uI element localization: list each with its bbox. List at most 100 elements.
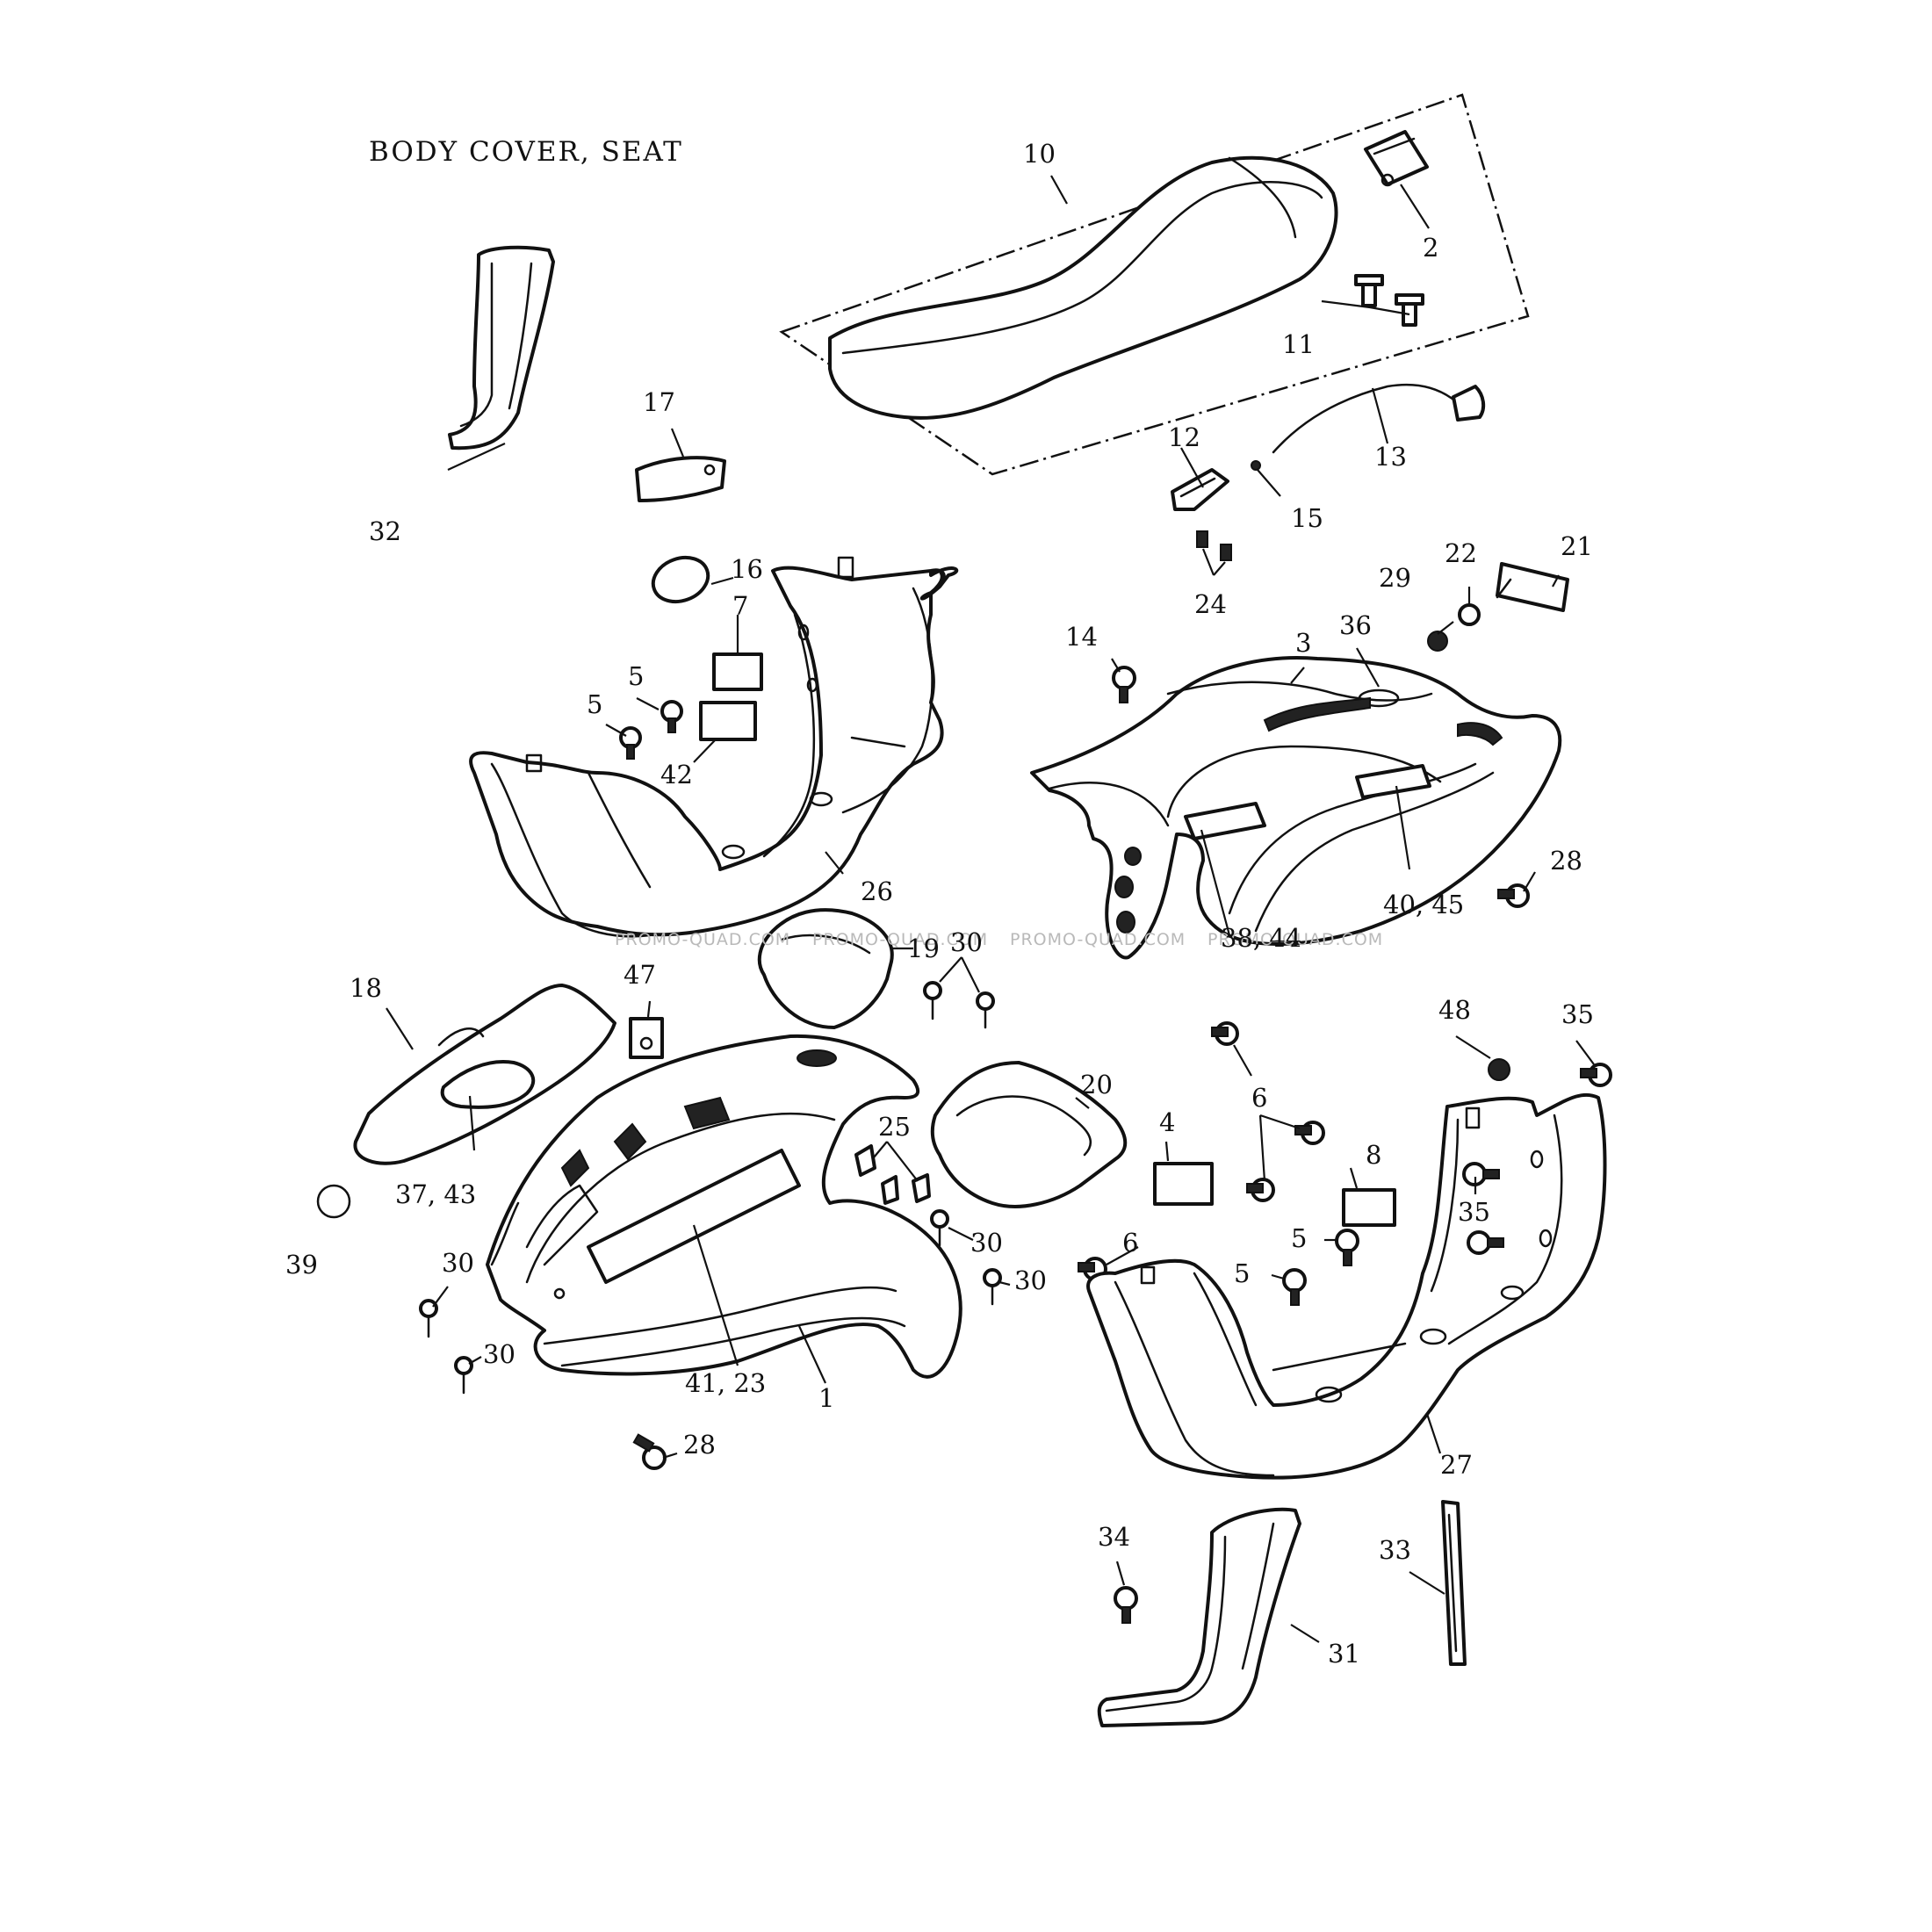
part-cap-39 xyxy=(316,1184,351,1219)
callout-42: 42 xyxy=(660,760,693,789)
part-ring-seal xyxy=(651,555,710,604)
callout-1: 1 xyxy=(818,1383,834,1413)
callout-10: 10 xyxy=(1023,139,1056,169)
part-left-side-cover xyxy=(469,556,959,938)
part-front-guard-right xyxy=(1097,1507,1301,1727)
callout-5-lower: 5 xyxy=(587,689,602,719)
callout-25: 25 xyxy=(878,1112,911,1142)
callout-40-45: 40, 45 xyxy=(1383,890,1464,919)
callout-15: 15 xyxy=(1291,503,1323,533)
callout-2: 2 xyxy=(1423,233,1438,263)
callout-35-upper: 35 xyxy=(1561,999,1594,1029)
callout-7: 7 xyxy=(732,591,748,621)
callout-33: 33 xyxy=(1379,1535,1411,1565)
part-clips-25 xyxy=(854,1144,931,1205)
callout-20: 20 xyxy=(1080,1070,1113,1099)
part-screw-30-d xyxy=(983,1268,1002,1306)
callout-16: 16 xyxy=(731,554,763,584)
part-fastener-5-upper xyxy=(660,700,683,733)
part-strip-33 xyxy=(1441,1500,1467,1666)
part-fastener-34 xyxy=(1114,1586,1138,1624)
part-fastener-5-right-a xyxy=(1335,1229,1359,1266)
diagram-title: BODY COVER, SEAT xyxy=(369,136,683,168)
part-reflector xyxy=(635,456,726,502)
callout-37-43: 37, 43 xyxy=(395,1179,476,1209)
part-grommet-48 xyxy=(1488,1058,1510,1081)
part-fastener-5-lower xyxy=(619,726,642,760)
callout-30-right: 30 xyxy=(1014,1265,1047,1295)
callout-41-23: 41, 23 xyxy=(685,1368,766,1398)
callout-8: 8 xyxy=(1366,1140,1381,1170)
part-front-fender xyxy=(486,1034,962,1379)
part-screw-30-e xyxy=(419,1299,438,1338)
callout-34: 34 xyxy=(1098,1522,1130,1552)
watermark: PROMO-QUAD.COM xyxy=(812,930,988,949)
part-seat-lock xyxy=(1171,468,1229,511)
part-tag-47 xyxy=(629,1017,664,1059)
part-fastener-14 xyxy=(1112,666,1136,703)
part-bolt-28-upper xyxy=(1497,883,1530,908)
callout-32: 32 xyxy=(369,516,401,546)
part-screw-30-c xyxy=(930,1209,949,1247)
part-seat xyxy=(779,93,1530,476)
part-screw-30-a xyxy=(923,981,942,1020)
callout-26: 26 xyxy=(861,876,893,906)
callout-48: 48 xyxy=(1438,995,1471,1025)
callout-29: 29 xyxy=(1379,563,1411,593)
callout-24: 24 xyxy=(1194,589,1227,619)
part-label-8 xyxy=(1342,1188,1396,1227)
callout-22: 22 xyxy=(1445,538,1477,568)
part-front-visor xyxy=(353,984,616,1165)
part-label-4 xyxy=(1153,1162,1214,1206)
callout-39: 39 xyxy=(285,1250,318,1280)
part-grommet-22 xyxy=(1458,603,1481,626)
callout-17: 17 xyxy=(643,387,675,417)
callout-5-upper: 5 xyxy=(628,661,644,691)
part-rear-fender xyxy=(1030,656,1562,960)
callout-30-top: 30 xyxy=(950,927,983,957)
callout-36: 36 xyxy=(1339,610,1372,640)
part-seat-cable xyxy=(1272,383,1486,454)
callout-labels: 10 2 11 13 12 15 24 29 22 21 14 3 36 28 … xyxy=(285,139,1594,1669)
callout-12: 12 xyxy=(1168,422,1200,452)
part-front-guard-left xyxy=(448,245,555,451)
part-inner-cover-19 xyxy=(757,908,894,1029)
part-screws xyxy=(1196,530,1232,561)
callout-38-44: 38, 44 xyxy=(1221,923,1301,953)
callout-31: 31 xyxy=(1328,1639,1360,1669)
callout-30-left-lower: 30 xyxy=(483,1339,515,1369)
part-clip xyxy=(1251,460,1261,471)
callout-3: 3 xyxy=(1295,628,1311,658)
callout-30-left-upper: 30 xyxy=(442,1248,474,1278)
part-right-side-cover xyxy=(1086,1092,1607,1480)
watermark: PROMO-QUAD.COM xyxy=(615,930,790,949)
part-screw-30-b xyxy=(976,991,995,1029)
part-seat-latch xyxy=(1364,130,1429,187)
callout-6-left: 6 xyxy=(1122,1228,1138,1258)
callout-13: 13 xyxy=(1374,442,1407,472)
callout-19: 19 xyxy=(907,934,940,963)
part-label-7 xyxy=(712,652,763,691)
part-fastener-35-upper xyxy=(1580,1063,1612,1087)
part-fastener-35-lower-b xyxy=(1467,1230,1504,1255)
leader-lines xyxy=(386,175,1595,1643)
callout-35-lower: 35 xyxy=(1458,1197,1490,1227)
part-fastener-6-b xyxy=(1294,1121,1325,1145)
callout-21: 21 xyxy=(1561,531,1593,561)
callout-28-lower: 28 xyxy=(683,1430,716,1460)
callout-47: 47 xyxy=(624,960,656,990)
watermark: PROMO-QUAD.COM xyxy=(1010,930,1186,949)
part-fastener-6-a xyxy=(1211,1021,1239,1046)
part-fastener-6-c xyxy=(1246,1178,1275,1202)
part-grommet-29 xyxy=(1427,631,1448,652)
callout-5-right-a: 5 xyxy=(1291,1223,1307,1253)
part-fastener-5-right-b xyxy=(1282,1268,1307,1306)
callout-4: 4 xyxy=(1159,1107,1175,1137)
watermark: PROMO-QUAD.COM xyxy=(1208,930,1383,949)
part-label-42 xyxy=(699,701,757,741)
callout-14: 14 xyxy=(1065,622,1098,652)
callout-5-right-b: 5 xyxy=(1234,1258,1250,1288)
part-rear-plate xyxy=(1496,562,1569,612)
callout-18: 18 xyxy=(350,973,382,1003)
